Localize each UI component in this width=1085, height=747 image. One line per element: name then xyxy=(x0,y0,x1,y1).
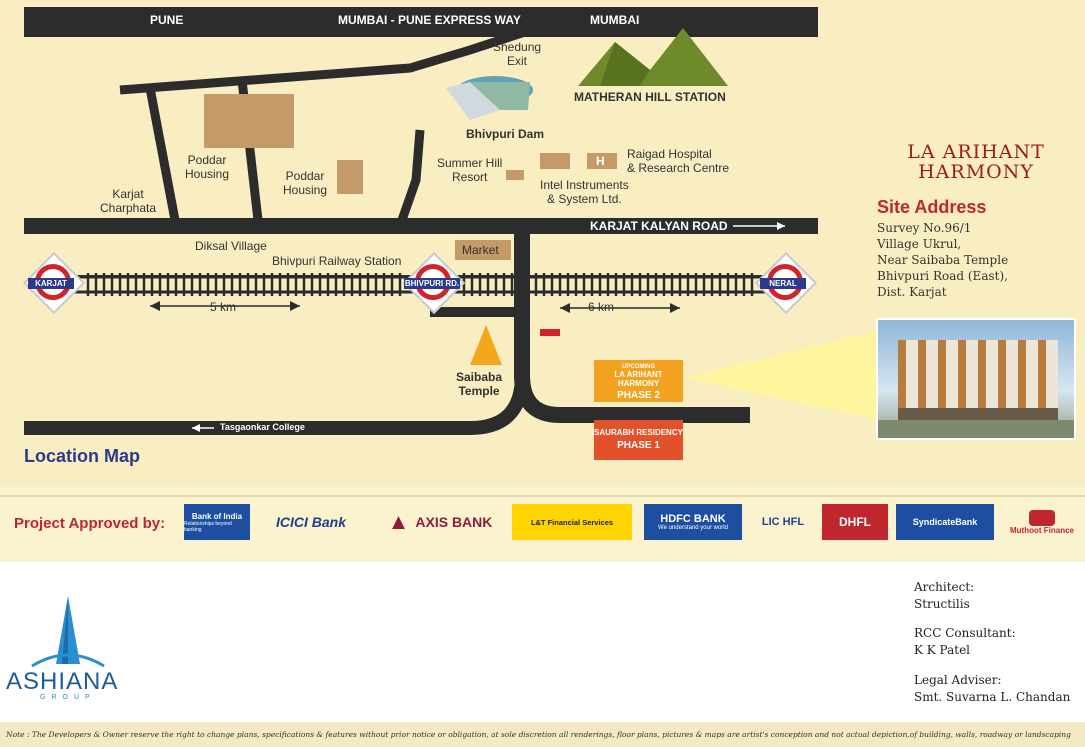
ashiana-group-sub: GROUP xyxy=(40,694,96,701)
bhivpuri-station-badge: BHIVPURI RD. xyxy=(404,278,460,289)
ashiana-logo-icon xyxy=(31,596,105,668)
distance-right-label: 6 km xyxy=(588,300,615,314)
temple-icon xyxy=(470,325,502,365)
shedung-road xyxy=(119,27,527,95)
intel-instruments-label: Intel Instruments & System Ltd. xyxy=(540,178,629,206)
address-line: Survey No.96/1 xyxy=(877,221,972,235)
phase2-tag: UPCOMING xyxy=(622,364,655,370)
poddar-housing-2-label: Poddar Housing xyxy=(283,169,328,197)
bank-of-india-logo: Bank of India Relationships beyond banki… xyxy=(184,504,250,540)
bank-name: ICICI Bank xyxy=(275,514,346,530)
axis-symbol-icon: ▲ xyxy=(387,509,410,534)
rcc-name: K K Patel xyxy=(914,643,971,657)
poddar-block-1 xyxy=(204,94,294,148)
neral-station-label: NERAL xyxy=(760,278,806,289)
tasgaonkar-label: Tasgaonkar College xyxy=(220,422,305,432)
pune-label: PUNE xyxy=(150,13,184,27)
tasgaonkar-road xyxy=(24,374,529,435)
axis-logo: ▲ AXIS BANK xyxy=(370,504,510,540)
site-marker xyxy=(540,329,560,336)
muthoot-logo: Muthoot Finance xyxy=(1002,504,1082,540)
phase2-label: PHASE 2 xyxy=(617,390,660,401)
hospital-icon: H xyxy=(596,154,605,168)
approved-label: Project Approved by: xyxy=(14,515,166,532)
phase2-box: UPCOMING LA ARIHANT HARMONY PHASE 2 xyxy=(594,360,683,402)
saibaba-temple-label: Saibaba Temple xyxy=(456,370,503,398)
bank-name: LIC HFL xyxy=(761,516,805,528)
lnt-logo: L&T Financial Services xyxy=(512,504,632,540)
bhivpuri-dam-label: Bhivpuri Dam xyxy=(466,127,545,141)
site-address-title: Site Address xyxy=(877,197,987,217)
dam-road xyxy=(397,129,425,222)
address-line: Near Saibaba Temple xyxy=(877,253,1009,267)
phase1-box: SAURABH RESIDENCY PHASE 1 xyxy=(594,420,683,460)
brand-line2: HARMONY xyxy=(918,161,1034,183)
bank-name: L&T Financial Services xyxy=(530,517,614,527)
neral-station: NERAL xyxy=(754,251,818,315)
karjat-kalyan-road-label: KARJAT KALYAN ROAD xyxy=(590,219,728,233)
footer: ASHIANA GROUP xyxy=(0,562,1085,722)
syndicate-logo: SyndicateBank xyxy=(896,504,994,540)
poddar-block-2 xyxy=(337,160,363,194)
location-map: PUNE MUMBAI - PUNE EXPRESS WAY MUMBAI KA… xyxy=(0,0,1085,487)
bank-name: HDFC BANK xyxy=(660,513,726,525)
shedung-exit-label: Shedung Exit xyxy=(493,40,542,68)
karjat-charphata-label: Karjat Charphata xyxy=(100,187,157,215)
summer-hill-label: Summer Hill Resort xyxy=(437,156,503,184)
spotlight-beam xyxy=(683,330,880,420)
karjat-charphata-road xyxy=(145,87,180,221)
muthoot-icon xyxy=(1029,509,1055,526)
bank-name: SyndicateBank xyxy=(912,517,978,527)
phase1-label: PHASE 1 xyxy=(617,440,660,451)
rcc-title: RCC Consultant: xyxy=(914,626,1016,640)
architect-title: Architect: xyxy=(914,580,975,594)
architect-name: Structilis xyxy=(914,597,970,611)
matheran-label: MATHERAN HILL STATION xyxy=(574,90,726,104)
bank-name: DHFL xyxy=(839,515,871,529)
market-block xyxy=(455,240,511,260)
hdfc-logo: HDFC BANK We understand your world xyxy=(644,504,742,540)
brand-line1: LA ARIHANT xyxy=(907,141,1045,163)
address-line: Dist. Karjat xyxy=(877,285,947,299)
address-line: Village Ukrul, xyxy=(877,237,962,251)
project-logo: LA ARIHANT HARMONY xyxy=(876,142,1076,182)
bank-name: AXIS BANK xyxy=(415,514,493,530)
expressway-label: MUMBAI - PUNE EXPRESS WAY xyxy=(338,13,521,27)
legal-name: Smt. Suvarna L. Chandan xyxy=(914,690,1071,704)
market-label: Market xyxy=(462,243,499,257)
karjat-kalyan-road xyxy=(24,218,818,234)
address-line: Bhivpuri Road (East), xyxy=(877,269,1008,283)
bank-tagline: We understand your world xyxy=(658,525,728,531)
ashiana-wordmark: ASHIANA xyxy=(6,668,119,695)
lichfl-logo: LIC HFL xyxy=(750,504,816,540)
poddar-housing-1-label: Poddar Housing xyxy=(185,153,230,181)
bhivpuri-station: BHIVPURI RD. xyxy=(402,251,466,315)
disclaimer-note: Note : The Developers & Owner reserve th… xyxy=(0,722,1085,747)
diksal-village-label: Diksal Village xyxy=(195,239,267,253)
site-address: Survey No.96/1 Village Ukrul, Near Saiba… xyxy=(877,220,1008,300)
bank-name: Muthoot Finance xyxy=(1010,525,1074,535)
icici-logo: ICICI Bank xyxy=(258,504,364,540)
distance-left-label: 5 km xyxy=(210,300,237,314)
raigad-hospital-label: Raigad Hospital & Research Centre xyxy=(627,147,730,175)
bank-tagline: Relationships beyond banking xyxy=(184,520,232,533)
bank-name: Bank of India xyxy=(191,511,243,521)
phase1-name: SAURABH RESIDENCY xyxy=(594,428,683,437)
building-render xyxy=(876,318,1076,440)
legal-title: Legal Adviser: xyxy=(914,673,1002,687)
dam-icon xyxy=(446,76,533,120)
bhivpuri-station-label: Bhivpuri Railway Station xyxy=(272,254,402,268)
mumbai-label: MUMBAI xyxy=(590,13,640,27)
karjat-station-label: KARJAT xyxy=(28,278,74,289)
dhfl-logo: DHFL xyxy=(822,504,888,540)
location-map-title: Location Map xyxy=(24,446,140,466)
phase2-name: LA ARIHANT HARMONY xyxy=(614,370,663,388)
karjat-station: KARJAT xyxy=(22,251,86,315)
